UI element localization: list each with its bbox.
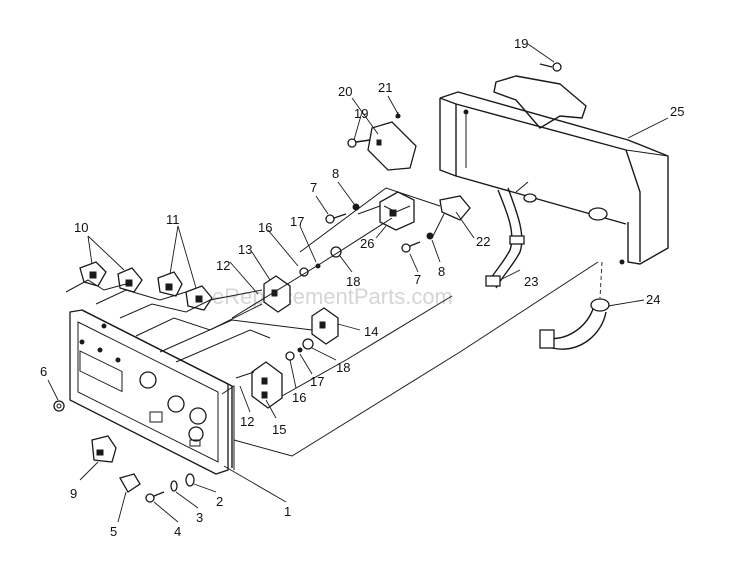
bolt-7-upper (325, 203, 360, 224)
nut-6 (53, 400, 65, 412)
callout-13: 13 (238, 242, 252, 257)
breaker-11-left (157, 271, 183, 297)
callout-18-lower: 18 (336, 360, 350, 375)
control-box-housing (439, 75, 669, 265)
callout-7-lower: 7 (414, 272, 421, 287)
hardware-16-17-18-lower (285, 338, 314, 361)
callout-2: 2 (216, 494, 223, 509)
hardware-16-17-18-upper (299, 246, 342, 277)
callout-12-lower: 12 (240, 414, 254, 429)
callout-7-upper: 7 (310, 180, 317, 195)
callout-24: 24 (646, 292, 660, 307)
callout-3: 3 (196, 510, 203, 525)
callout-9: 9 (70, 486, 77, 501)
callout-18-upper: 18 (346, 274, 360, 289)
breaker-11-right (185, 285, 213, 311)
callout-8-upper: 8 (332, 166, 339, 181)
callout-17-lower: 17 (310, 374, 324, 389)
screw-19-left (347, 138, 371, 148)
callout-8-lower: 8 (438, 264, 445, 279)
callout-23: 23 (524, 274, 538, 289)
callout-labels: 1 2 3 4 5 6 7 7 8 8 9 10 11 12 12 13 14 … (40, 36, 684, 539)
callout-1: 1 (284, 504, 291, 519)
control-panel-1 (69, 309, 235, 475)
receptacle-26 (379, 191, 415, 231)
callout-6: 6 (40, 364, 47, 379)
screw-19-top (539, 62, 562, 72)
callout-15: 15 (272, 422, 286, 437)
bracket-22 (439, 195, 471, 221)
callout-17-upper: 17 (290, 214, 304, 229)
callout-22: 22 (476, 234, 490, 249)
callout-19-left: 19 (354, 106, 368, 121)
callout-11: 11 (166, 212, 180, 227)
screw-4 (145, 491, 165, 503)
washer-2 (185, 473, 195, 487)
switch-5 (119, 473, 141, 493)
breaker-10-right (117, 267, 143, 293)
callout-12-upper: 12 (216, 258, 230, 273)
callout-19-top: 19 (514, 36, 528, 51)
washer-3 (170, 480, 178, 492)
callout-5: 5 (110, 524, 117, 539)
circuit-board (367, 111, 417, 171)
callout-14: 14 (364, 324, 378, 339)
callout-16-lower: 16 (292, 390, 306, 405)
wiring-leads (65, 187, 599, 457)
callout-4: 4 (174, 524, 181, 539)
callout-26: 26 (360, 236, 374, 251)
leader-lines (47, 43, 669, 523)
watermark: eReplacementParts.com (212, 284, 453, 309)
breaker-10-left (79, 261, 107, 287)
bolt-7-lower (401, 232, 434, 253)
switch-9 (91, 435, 117, 463)
callout-16-upper: 16 (258, 220, 272, 235)
receptacle-13 (263, 275, 291, 313)
harness-23 (485, 181, 529, 289)
callout-20: 20 (338, 84, 352, 99)
callout-25: 25 (670, 104, 684, 119)
elbow-24 (539, 261, 610, 350)
callout-10: 10 (74, 220, 88, 235)
callout-21: 21 (378, 80, 392, 95)
receptacle-15 (251, 361, 283, 409)
receptacle-14 (311, 307, 339, 345)
